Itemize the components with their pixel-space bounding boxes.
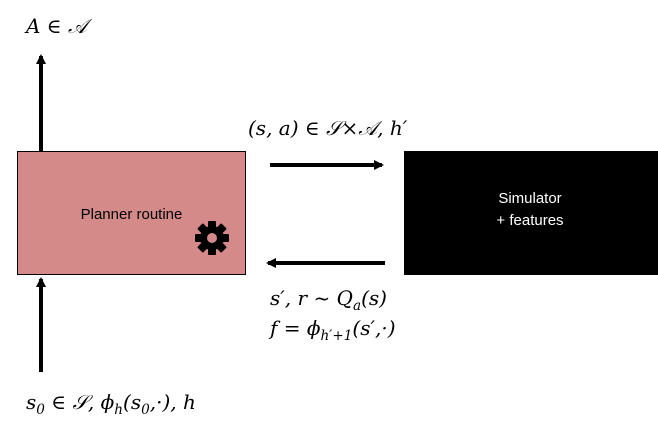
planner-label: Planner routine — [80, 206, 183, 223]
planner-box: Planner routine — [17, 151, 246, 275]
input-phi-sub: h — [114, 401, 124, 418]
response-label-line1: s′, r ~ Qa(s) — [270, 286, 387, 314]
gear-icon — [195, 221, 229, 255]
response-line2-main: f = ϕ — [270, 316, 321, 340]
input-label: s0 ∈ 𝒮, ϕh(s0,·), h — [26, 390, 196, 418]
response-line2-end: (s′,·) — [352, 316, 396, 340]
output-label: A ∈ 𝒜 — [26, 14, 87, 38]
input-end-sub: 0 — [141, 401, 150, 418]
simulator-box: Simulator + features — [404, 151, 658, 275]
response-line1-main: s′, r ~ Q — [270, 286, 353, 310]
response-line1-end: (s) — [361, 286, 387, 310]
input-tail: ,·), h — [149, 390, 196, 414]
input-s-sub: 0 — [36, 401, 45, 418]
simulator-label-line2: + features — [496, 212, 564, 229]
response-line2-sub: h′+1 — [320, 327, 353, 344]
input-s: s — [26, 390, 37, 414]
input-mid: ∈ 𝒮, ϕ — [44, 390, 115, 414]
query-label: (s, a) ∈ 𝒮×𝒜, h′ — [248, 116, 408, 140]
response-line1-sub: a — [352, 297, 362, 314]
input-end: (s — [123, 390, 142, 414]
response-label-line2: f = ϕh′+1(s′,·) — [270, 316, 396, 344]
simulator-label-line1: Simulator — [498, 190, 562, 207]
simulator-label: Simulator + features — [404, 188, 656, 232]
